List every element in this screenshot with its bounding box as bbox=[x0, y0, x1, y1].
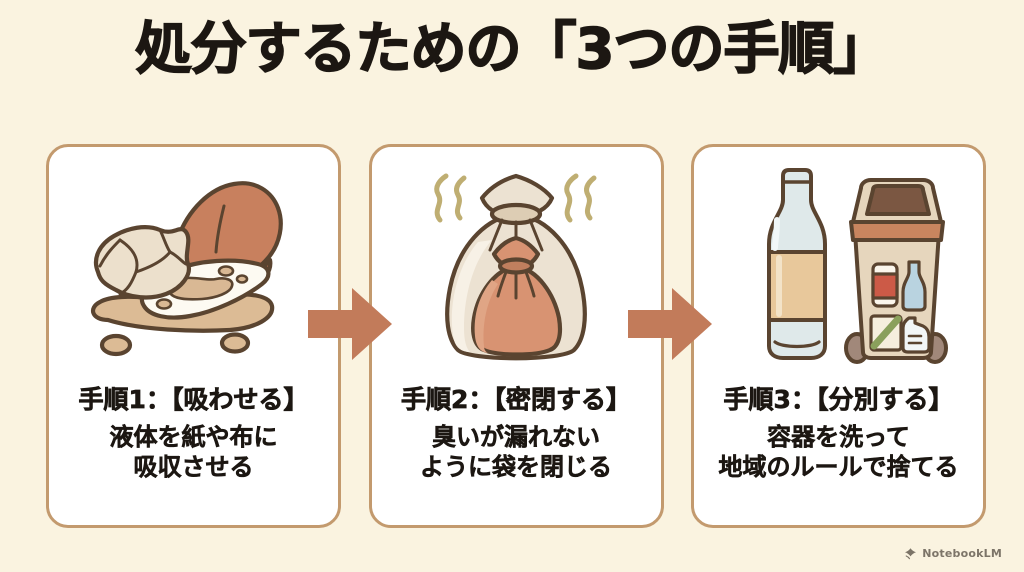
steps-container: 手順1：【吸わせる】 液体を紙や布に 吸収させる bbox=[46, 144, 986, 528]
notebooklm-logo-icon bbox=[905, 548, 917, 560]
watermark: NotebookLM bbox=[904, 547, 1002, 560]
spill-absorbed-by-paper-and-cloth-icon bbox=[90, 180, 283, 356]
arrow-step1-to-step2 bbox=[308, 288, 392, 360]
step-3-heading: 手順3：【分別する】 bbox=[723, 385, 954, 415]
step-1-heading: 手順1：【吸わせる】 bbox=[78, 385, 309, 415]
step-1-body: 液体を紙や布に 吸収させる bbox=[55, 422, 332, 483]
step-2-body: 臭いが漏れない ように袋を閉じる bbox=[378, 422, 655, 483]
step-card-1[interactable]: 手順1：【吸わせる】 液体を紙や布に 吸収させる bbox=[46, 144, 341, 528]
right-arrow-icon bbox=[308, 288, 392, 360]
step-1-body-line-1: 液体を紙や布に bbox=[109, 422, 278, 451]
watermark-label: NotebookLM bbox=[922, 547, 1002, 560]
step-1-body-line-2: 吸収させる bbox=[133, 453, 254, 482]
step-3-body-line-1: 容器を洗って bbox=[767, 422, 910, 451]
step-2-heading: 手順2：【密閉する】 bbox=[401, 385, 632, 415]
step-1-illustration bbox=[49, 147, 338, 385]
page-title: 処分するための「3つの手順」 bbox=[135, 16, 891, 82]
step-1-caption: 手順1：【吸わせる】 液体を紙や布に 吸収させる bbox=[49, 385, 338, 483]
right-arrow-icon bbox=[628, 288, 712, 360]
glass-bottle-and-recycling-bin-icon bbox=[766, 168, 948, 364]
step-3-illustration bbox=[694, 147, 983, 385]
step-3-caption: 手順3：【分別する】 容器を洗って 地域のルールで捨てる bbox=[694, 385, 983, 483]
step-3-body: 容器を洗って 地域のルールで捨てる bbox=[700, 422, 977, 483]
step-2-body-line-1: 臭いが漏れない bbox=[432, 422, 601, 451]
arrow-step2-to-step3 bbox=[628, 288, 712, 360]
sealed-trash-bag-with-odor-lines-icon bbox=[434, 173, 597, 360]
step-card-3[interactable]: 手順3：【分別する】 容器を洗って 地域のルールで捨てる bbox=[691, 144, 986, 528]
step-2-caption: 手順2：【密閉する】 臭いが漏れない ように袋を閉じる bbox=[372, 385, 661, 483]
step-card-2[interactable]: 手順2：【密閉する】 臭いが漏れない ように袋を閉じる bbox=[368, 144, 664, 528]
step-2-body-line-2: ように袋を閉じる bbox=[420, 453, 613, 482]
step-2-illustration bbox=[372, 147, 661, 385]
step-3-body-line-2: 地域のルールで捨てる bbox=[718, 453, 959, 482]
